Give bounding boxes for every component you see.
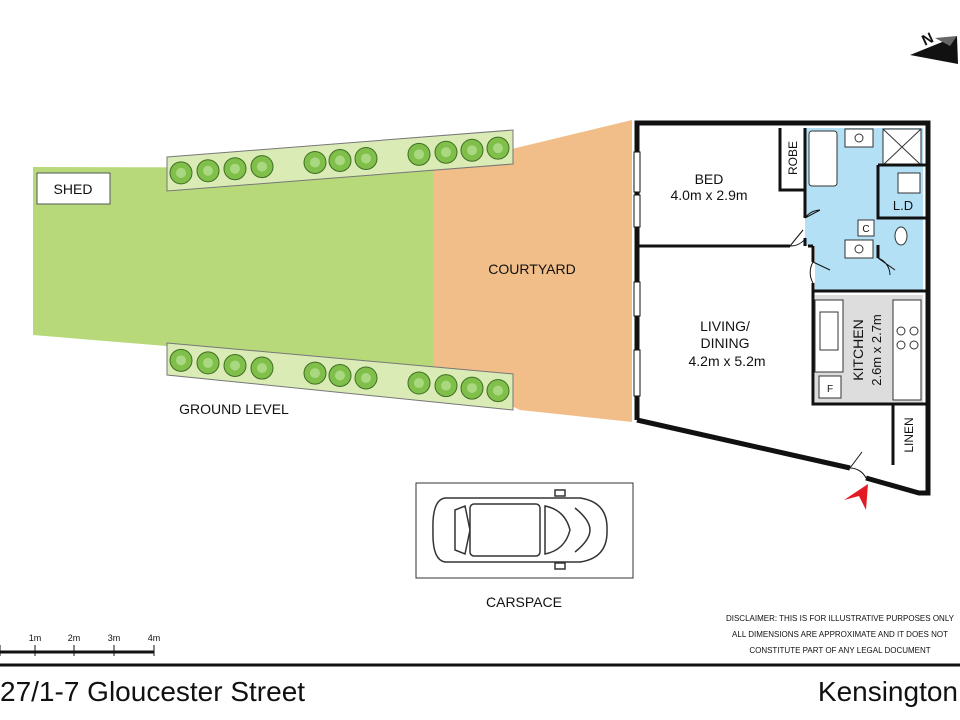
shrub-icon-center [176, 355, 186, 366]
kitchen-bench-right [892, 299, 922, 401]
shrub-icon-center [441, 147, 451, 158]
shrub-icon-center [361, 153, 371, 164]
interior-walls [637, 128, 928, 465]
shrub-icon-center [230, 163, 240, 174]
living-label-line2: DINING [701, 335, 750, 351]
shrub-icon-center [335, 155, 345, 166]
disclaimer: DISCLAIMER: THIS IS FOR ILLUSTRATIVE PUR… [720, 611, 960, 659]
kitchen-bench-left [814, 299, 844, 373]
shrub-icon-center [203, 357, 213, 368]
cupboard-label: C [862, 224, 869, 235]
cupboard-box [857, 219, 875, 237]
scale-tick-label: 1m [29, 633, 42, 643]
courtyard-label: COURTYARD [488, 261, 575, 277]
living-label-line1: LIVING/ [700, 318, 750, 334]
kitchen-size: 2.6m x 2.7m [869, 314, 884, 386]
scale-tick-label: 2m [68, 633, 81, 643]
door-swings [789, 209, 896, 479]
shrub-icon-center [310, 157, 320, 168]
carspace-label: CARSPACE [486, 594, 562, 610]
shrub-icon-center [257, 363, 267, 374]
laundry-label: L.D [893, 198, 913, 213]
living-size: 4.2m x 5.2m [688, 353, 765, 369]
disclaimer-line: DISCLAIMER: THIS IS FOR ILLUSTRATIVE PUR… [725, 614, 955, 623]
disclaimer-line: CONSTITUTE PART OF ANY LEGAL DOCUMENT [749, 646, 931, 655]
shrubs [169, 136, 510, 403]
bed-size: 4.0m x 2.9m [670, 187, 747, 203]
ensuite-basin-bowl [854, 244, 864, 254]
property-suburb: Kensington [817, 676, 958, 707]
compass-icon: N [910, 30, 958, 64]
toilet [894, 226, 908, 246]
bed-label: BED [695, 171, 724, 187]
robe-label: ROBE [786, 141, 800, 175]
shrub-icon-center [230, 360, 240, 371]
shrub-icon-center [467, 383, 477, 394]
shrub-icon-center [361, 372, 371, 383]
lawn-area [33, 167, 433, 368]
basin [844, 128, 874, 148]
cooktop [896, 326, 919, 350]
property-address: 27/1-7 Gloucester Street [0, 676, 306, 707]
shrub-icon-center [493, 143, 503, 154]
ground-level-label: GROUND LEVEL [179, 401, 289, 417]
scale-tick-label: 4m [148, 633, 161, 643]
shrub-icon-center [310, 368, 320, 379]
fridge-label: F [827, 384, 833, 395]
linen-label: LINEN [902, 417, 916, 452]
shrub-icon-center [414, 149, 424, 160]
shrub-icon-center [257, 161, 267, 172]
kitchen-label: KITCHEN [850, 319, 866, 380]
disclaimer-line: ALL DIMENSIONS ARE APPROXIMATE AND IT DO… [732, 630, 948, 639]
fridge [818, 375, 842, 399]
floor-plan: SHED F C [0, 30, 960, 667]
ensuite-basin [844, 239, 874, 259]
shrub-icon-center [203, 165, 213, 176]
shrub-icon-center [414, 378, 424, 389]
scale-tick-label: 3m [108, 633, 121, 643]
shed-label: SHED [54, 181, 93, 197]
shrub-icon-center [493, 385, 503, 396]
shrub-icon-center [335, 370, 345, 381]
entry-arrow [844, 484, 868, 510]
shrub-icon-center [176, 167, 186, 178]
shed [36, 172, 111, 205]
car-icon [432, 489, 608, 570]
basin-bowl [854, 133, 864, 143]
courtyard-area [433, 120, 632, 422]
shrub-icon-center [441, 380, 451, 391]
shrub-icon-center [467, 145, 477, 156]
scale-bar: 1m 2m 3m 4m [0, 633, 160, 656]
laundry-tub [897, 172, 921, 194]
windows [633, 151, 641, 397]
shower-cross [882, 128, 922, 166]
bathtub [808, 130, 838, 187]
sink [819, 311, 839, 351]
